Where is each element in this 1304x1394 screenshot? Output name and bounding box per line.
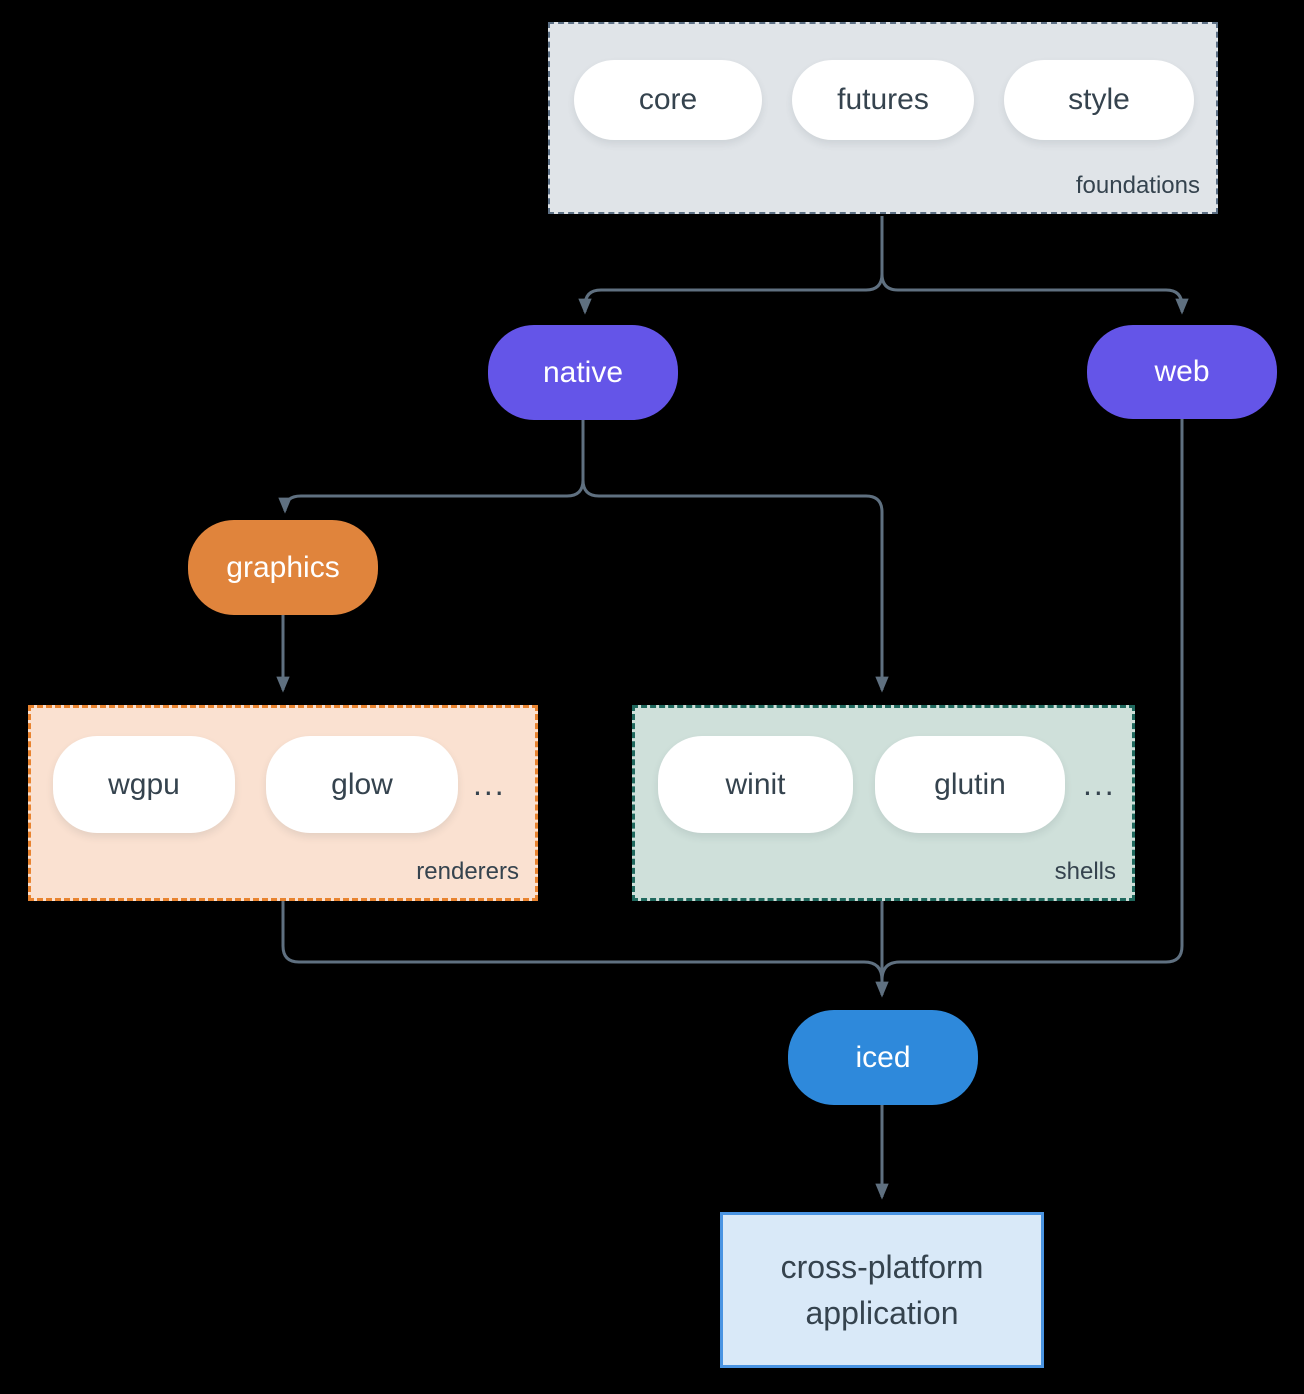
- node-futures: futures: [792, 60, 974, 140]
- edge-native-shells: [581, 420, 889, 693]
- shells-ellipsis: ...: [1083, 766, 1116, 802]
- node-glutin: glutin: [875, 736, 1065, 833]
- node-core: core: [574, 60, 762, 140]
- group-shells: winit glutin ... shells: [632, 705, 1135, 901]
- node-native: native: [488, 325, 678, 420]
- renderers-ellipsis: ...: [473, 766, 506, 802]
- group-label-renderers: renderers: [416, 858, 519, 885]
- group-label-shells: shells: [1054, 858, 1116, 885]
- group-renderers: wgpu glow ... renderers: [28, 705, 538, 901]
- group-foundations: core futures style foundations: [548, 22, 1218, 214]
- application-label: cross-platform application: [780, 1248, 984, 1331]
- edge-foundations-native: [578, 216, 884, 315]
- edge-native-graphics: [278, 420, 585, 514]
- node-graphics: graphics: [188, 520, 378, 615]
- node-iced: iced: [788, 1010, 978, 1105]
- node-style: style: [1004, 60, 1194, 140]
- edge-foundations-web: [880, 216, 1189, 315]
- group-label-foundations: foundations: [1075, 172, 1200, 199]
- node-glow: glow: [266, 736, 458, 833]
- node-cross-platform-application: cross-platform application: [720, 1212, 1044, 1368]
- node-winit: winit: [658, 736, 853, 833]
- node-wgpu: wgpu: [53, 736, 235, 833]
- node-web: web: [1087, 325, 1277, 419]
- edge-renderers-iced: [281, 901, 884, 981]
